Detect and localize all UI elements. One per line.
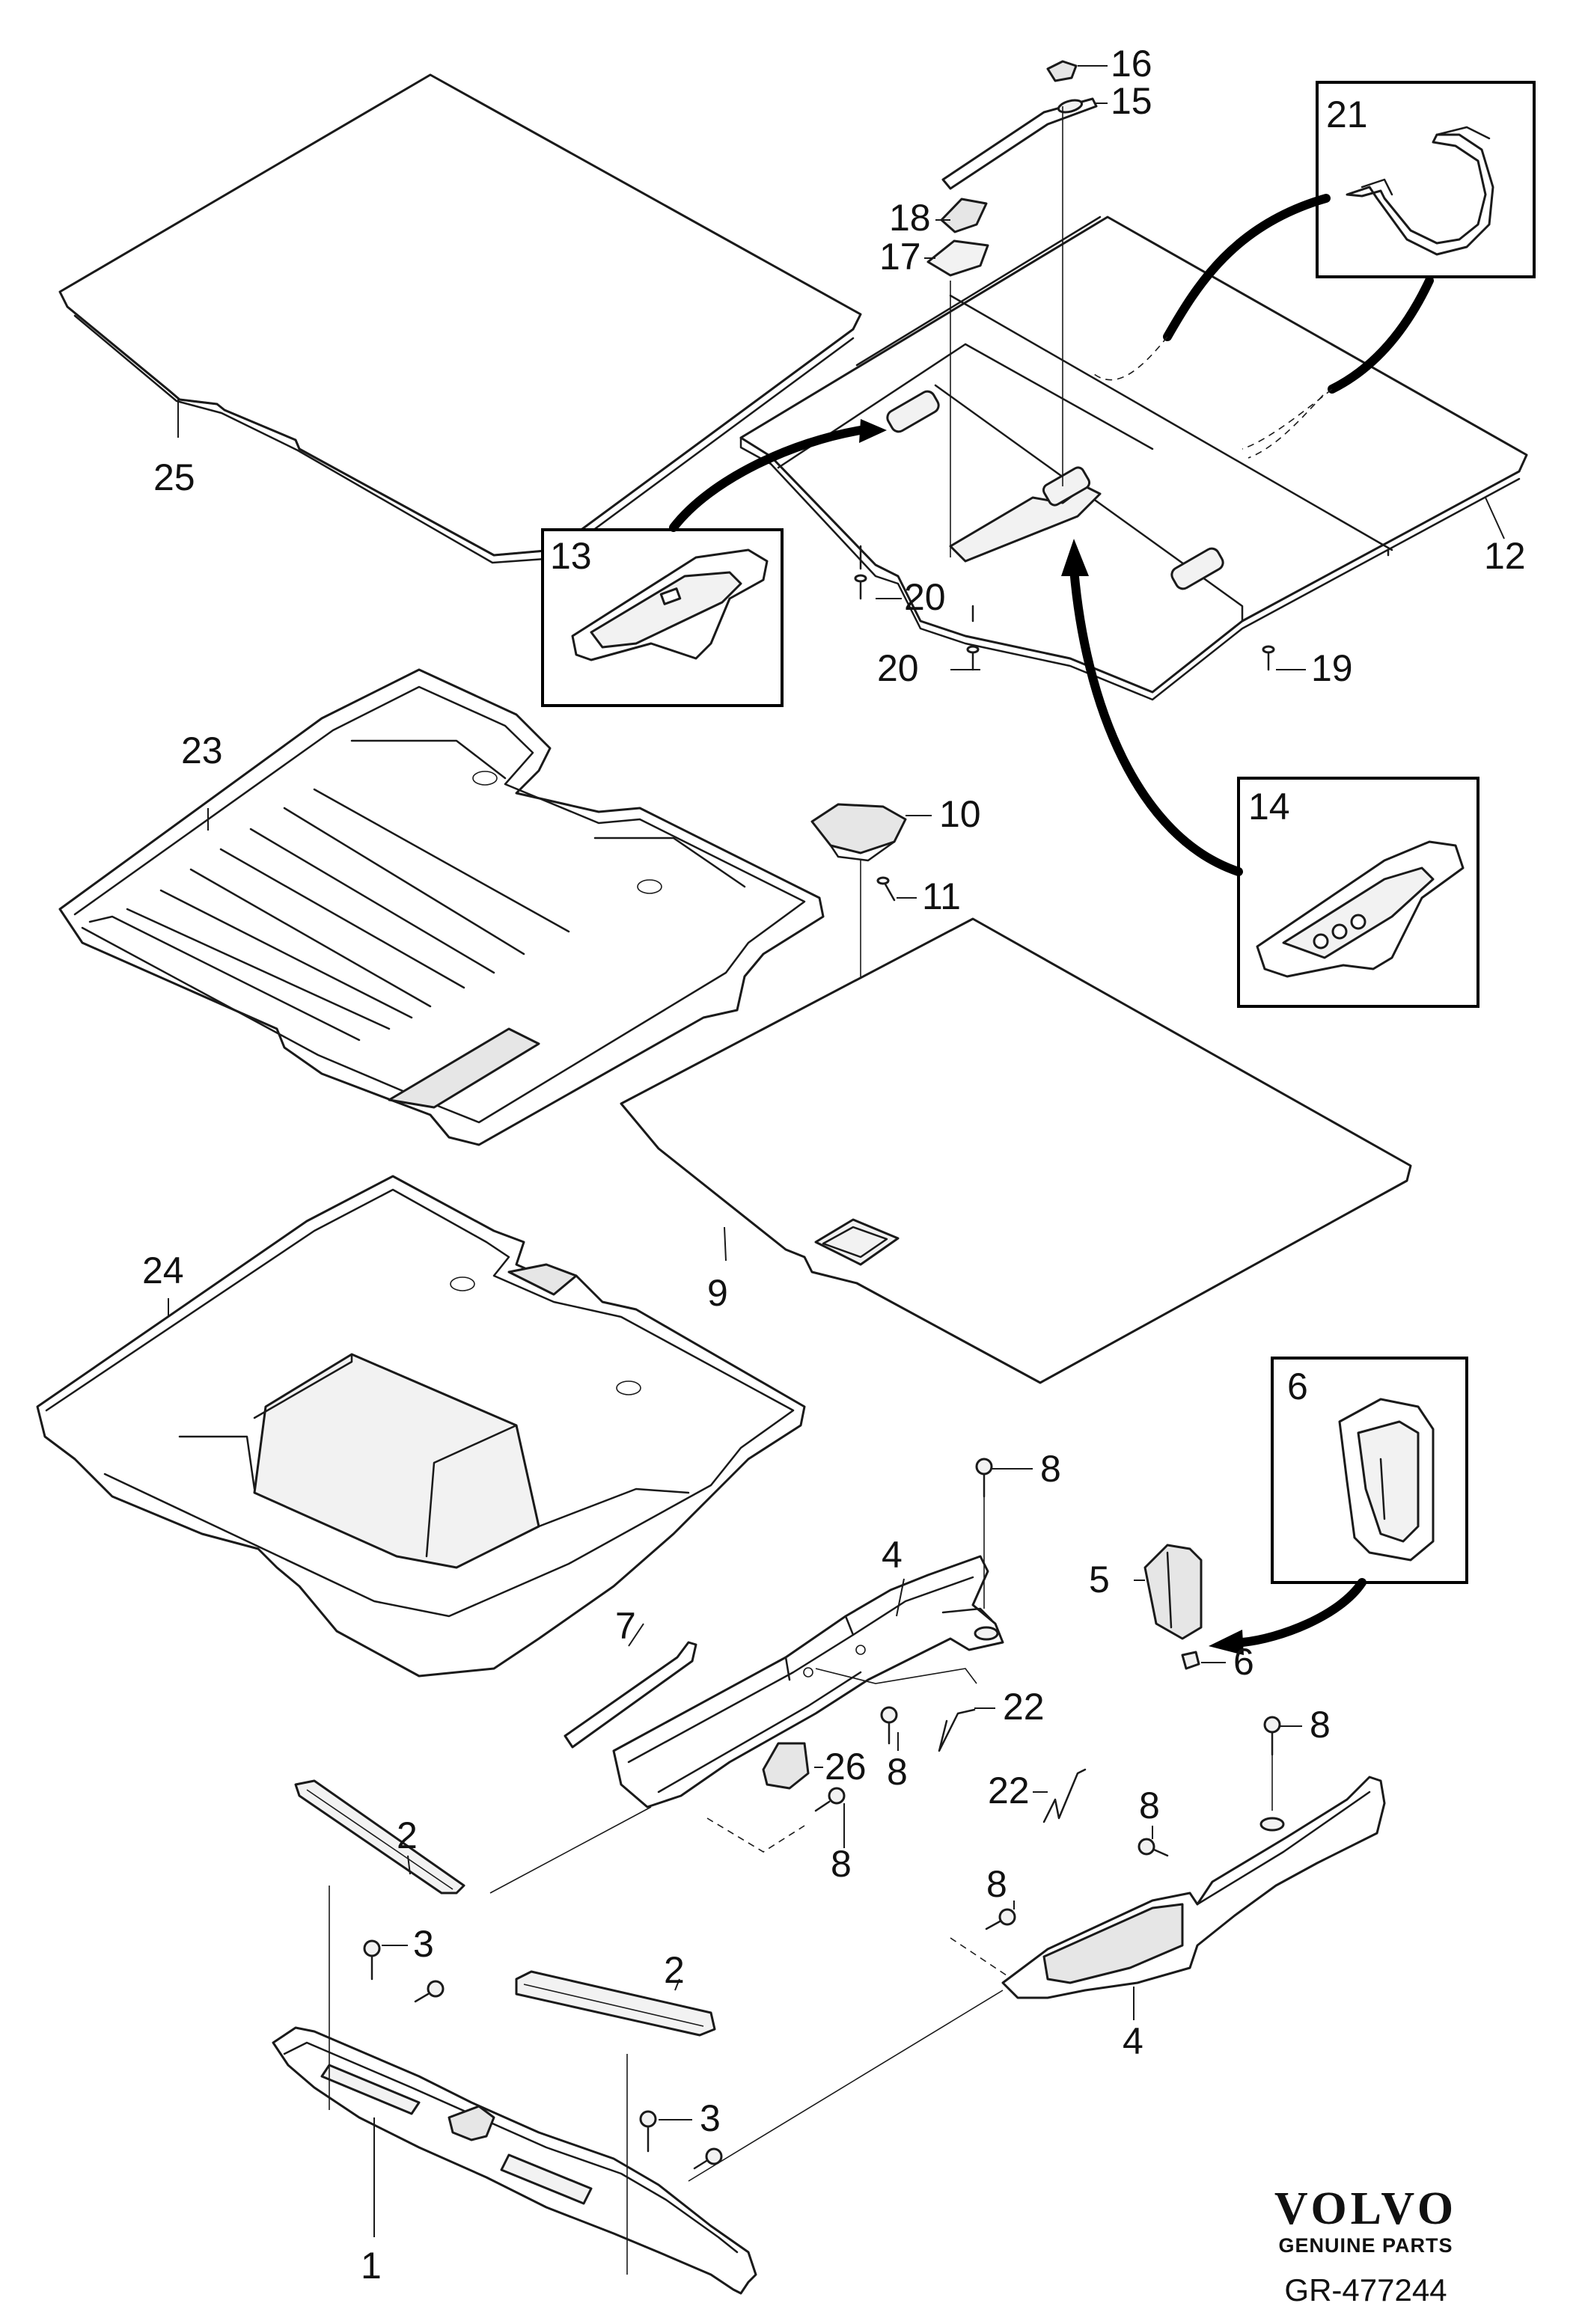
callout-2a: 2 xyxy=(397,1814,418,1856)
bolt-8b xyxy=(880,1706,898,1745)
part-24-tray xyxy=(36,1175,806,1678)
callout-13: 13 xyxy=(550,535,592,577)
bolt-8c xyxy=(814,1787,846,1812)
callout-6b: 6 xyxy=(1233,1641,1254,1683)
part-10-cap xyxy=(810,803,907,862)
callout-14: 14 xyxy=(1248,786,1290,828)
callout-11: 11 xyxy=(922,875,961,917)
callout-1: 1 xyxy=(361,2245,382,2287)
callout-5: 5 xyxy=(1089,1559,1110,1600)
callout-22a: 22 xyxy=(1003,1686,1045,1728)
screw-11 xyxy=(876,876,896,902)
callout-3a: 3 xyxy=(413,1923,434,1965)
part-1-sill xyxy=(272,2026,757,2295)
screw-20b xyxy=(966,645,980,671)
callout-24: 24 xyxy=(142,1250,184,1291)
part-23-tray xyxy=(58,668,825,1146)
inset-14 xyxy=(1237,777,1479,1008)
leader-lines xyxy=(168,65,1505,2237)
inset-13 xyxy=(541,528,784,707)
arrow-6-to-part xyxy=(1238,1578,1366,1647)
callout-3b: 3 xyxy=(700,2097,721,2139)
arrow-21b-to-12 xyxy=(1328,276,1434,394)
arrowhead-14 xyxy=(1061,539,1089,576)
callout-labels: 16 15 21 18 17 25 12 13 20 20 19 23 14 1… xyxy=(142,43,1526,2287)
callout-2b: 2 xyxy=(664,1949,685,1991)
callout-26: 26 xyxy=(825,1746,867,1788)
callout-15: 15 xyxy=(1111,80,1152,122)
arrow-14-to-12 xyxy=(1069,564,1243,876)
screw-20a xyxy=(854,574,867,600)
part-4-rail-lower xyxy=(1001,1776,1386,1999)
callout-8e: 8 xyxy=(1139,1785,1160,1826)
callout-7: 7 xyxy=(615,1605,636,1647)
bolt-3a xyxy=(363,1939,381,1981)
callout-16: 16 xyxy=(1111,43,1152,85)
part-7-rod xyxy=(564,1641,697,1749)
part-26-block xyxy=(762,1742,810,1790)
part-2-strip-b xyxy=(515,1970,716,2037)
part-18-cap xyxy=(940,198,988,233)
bolt-3d xyxy=(693,2147,723,2170)
part-16-clip xyxy=(1046,60,1078,82)
callout-8b: 8 xyxy=(887,1751,908,1793)
callout-10: 10 xyxy=(939,793,981,835)
inset-21 xyxy=(1316,81,1536,278)
bolt-3c xyxy=(639,2110,657,2153)
callout-18: 18 xyxy=(889,197,931,239)
volvo-logo-text: VOLVO xyxy=(1274,2183,1457,2234)
callout-4a: 4 xyxy=(882,1534,903,1576)
screw-19 xyxy=(1262,645,1275,671)
callout-21: 21 xyxy=(1326,94,1368,135)
diagram-reference: GR-477244 xyxy=(1284,2272,1447,2308)
callout-6a: 6 xyxy=(1287,1366,1308,1407)
bolt-8d xyxy=(1263,1716,1281,1756)
callout-4b: 4 xyxy=(1123,2020,1143,2062)
part-6-clip xyxy=(1181,1651,1200,1670)
callout-23: 23 xyxy=(181,730,223,771)
callout-8d: 8 xyxy=(1310,1704,1331,1746)
callout-20a: 20 xyxy=(904,576,946,618)
callout-17: 17 xyxy=(879,236,921,278)
callout-19: 19 xyxy=(1311,647,1353,689)
part-5-block xyxy=(1143,1544,1203,1640)
arrow-13-to-12 xyxy=(669,426,865,532)
part-12-load-floor xyxy=(739,215,1528,701)
part-22-spring-b xyxy=(1042,1768,1087,1823)
bolt-3b xyxy=(414,1980,445,2003)
callout-8c: 8 xyxy=(831,1843,852,1885)
inset-6 xyxy=(1271,1357,1468,1584)
part-4-rail-upper xyxy=(612,1555,1004,1808)
part-9-mat xyxy=(620,917,1412,1384)
bolt-8e xyxy=(1137,1838,1169,1857)
arrow-21-to-12 xyxy=(1163,194,1331,341)
bolt-8a xyxy=(975,1458,993,1498)
genuine-parts-text: GENUINE PARTS xyxy=(1278,2234,1453,2257)
brand-block: VOLVO GENUINE PARTS GR-477244 xyxy=(1274,2183,1457,2308)
part-17-pad xyxy=(926,239,989,277)
part-2-strip-a xyxy=(294,1779,465,1895)
arrowhead-13 xyxy=(859,419,887,443)
callout-8f: 8 xyxy=(986,1863,1007,1905)
part-15-strap xyxy=(941,97,1098,190)
callout-8a: 8 xyxy=(1040,1448,1061,1490)
callout-9: 9 xyxy=(707,1272,728,1314)
callout-25: 25 xyxy=(153,456,195,498)
callout-22b: 22 xyxy=(988,1770,1030,1811)
bolt-8f xyxy=(985,1908,1016,1930)
callout-20b: 20 xyxy=(877,647,919,689)
arrowhead-6 xyxy=(1209,1630,1244,1655)
callout-12: 12 xyxy=(1484,535,1526,577)
part-22-spring-a xyxy=(938,1708,976,1752)
